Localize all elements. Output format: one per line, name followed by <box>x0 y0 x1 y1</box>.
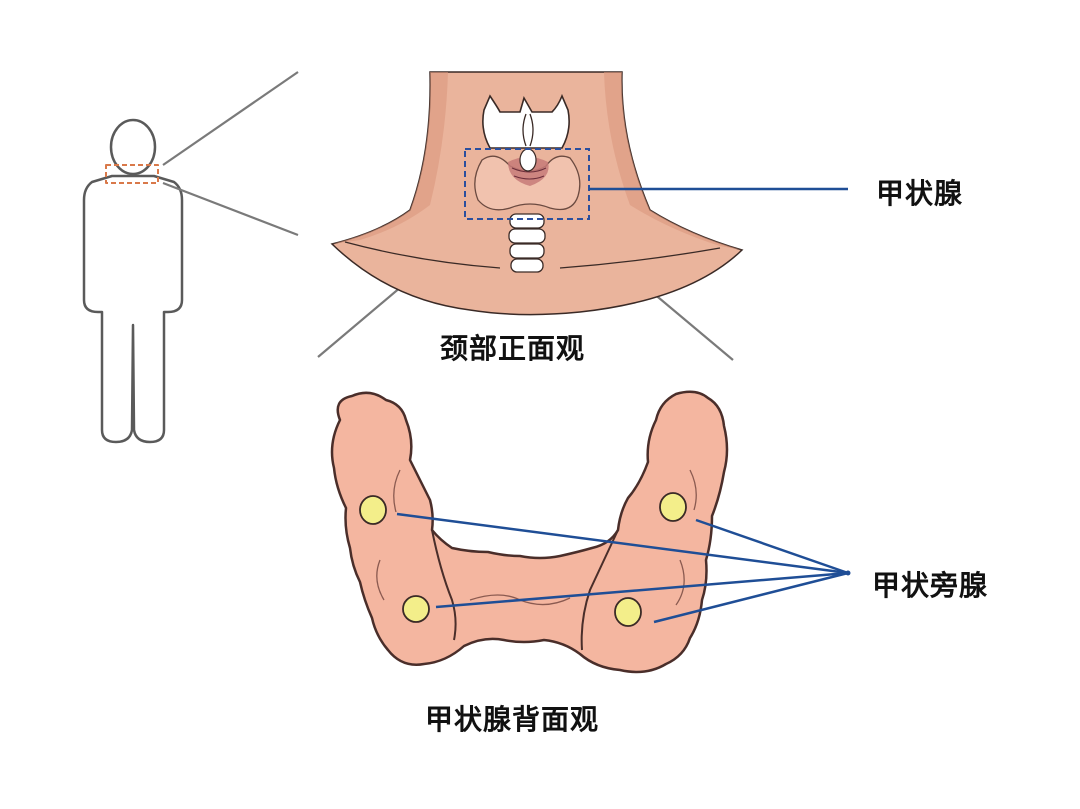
collarbone-right <box>559 247 721 269</box>
larynx-cartilage <box>482 93 570 149</box>
thyroid-back-view-label: 甲状腺背面观 <box>425 703 600 736</box>
neck-front-view-label: 颈部正面观 <box>440 332 586 365</box>
parathyroid-upper-right <box>659 492 687 522</box>
parathyroid-lower-right <box>614 597 642 627</box>
neck-highlight-box <box>105 164 159 184</box>
thyroid-back-illustration <box>330 390 729 674</box>
torso-outline <box>82 174 184 444</box>
collarbone-left <box>344 241 501 269</box>
parathyroid-label: 甲状旁腺 <box>872 569 989 602</box>
trachea-ring-top <box>519 148 537 172</box>
neck-shadow-left <box>332 72 448 244</box>
thyroid-highlight-box <box>464 148 590 220</box>
parathyroid-leader-lines <box>396 512 851 624</box>
neck-shadow-right <box>604 72 742 250</box>
human-silhouette-icon <box>82 118 184 444</box>
thyroid-label: 甲状腺 <box>876 177 964 210</box>
neck-front-illustration <box>330 71 744 316</box>
parathyroid-upper-left <box>359 495 387 525</box>
parathyroid-lower-left <box>402 595 430 623</box>
trachea <box>508 213 546 273</box>
head-outline <box>109 118 157 176</box>
parathyroid-glands <box>359 492 687 627</box>
